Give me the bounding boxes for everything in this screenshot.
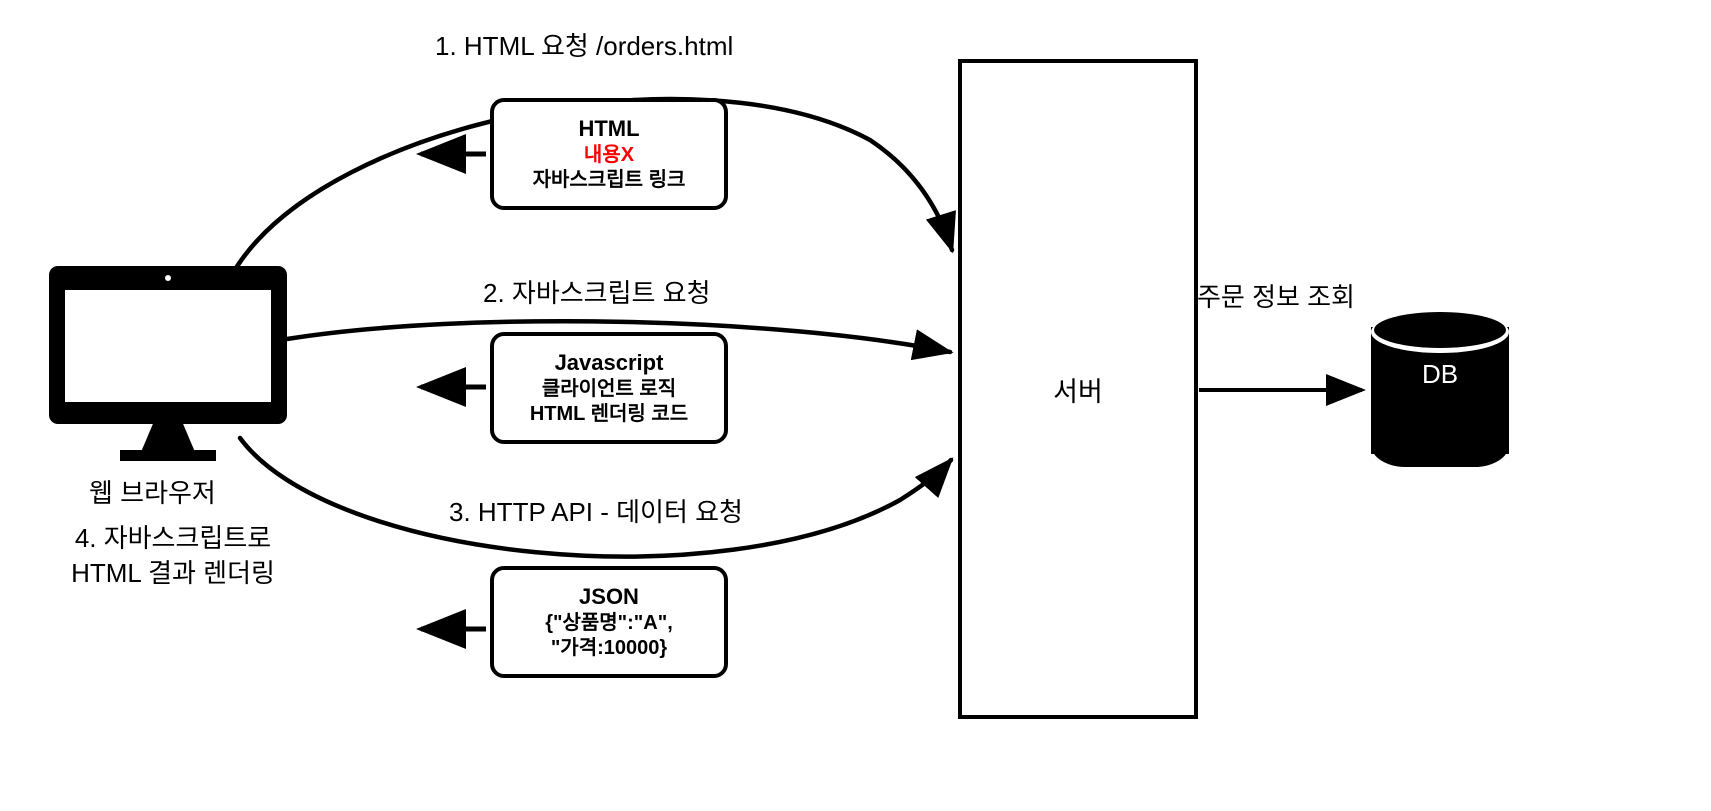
desktop-monitor-icon (49, 266, 287, 424)
database-node: DB (1371, 311, 1509, 469)
payload-box-javascript: Javascript 클라이언트 로직 HTML 렌더링 코드 (490, 332, 728, 444)
payload-box-json: JSON {"상품명":"A", "가격:10000} (490, 566, 728, 678)
browser-label: 웹 브라우저 (89, 478, 216, 508)
payload-javascript-line-2: HTML 렌더링 코드 (529, 402, 689, 425)
monitor-stand-neck (141, 424, 195, 452)
server-label: 서버 (1053, 376, 1103, 407)
payload-json-line-1: {"상품명":"A", (545, 611, 673, 634)
browser-render-note: 4. 자바스크립트로 HTML 결과 렌더링 (55, 521, 291, 590)
browser-render-note-line1: 4. 자바스크립트로 (74, 523, 272, 553)
payload-javascript-title: Javascript (554, 349, 664, 375)
server-node: 서버 (958, 59, 1198, 719)
flow-label-3: 3. HTTP API - 데이터 요청 (449, 497, 743, 527)
db-cylinder-top-face (1374, 312, 1506, 348)
payload-html-line-1: 내용X (583, 143, 635, 166)
flow-label-1: 1. HTML 요청 /orders.html (435, 31, 734, 61)
payload-json-line-2: "가격:10000} (550, 636, 668, 659)
payload-html-title: HTML (578, 115, 640, 141)
payload-javascript-line-1: 클라이언트 로직 (541, 377, 677, 400)
monitor-camera-dot (165, 275, 171, 281)
payload-html-line-2: 자바스크립트 링크 (532, 168, 686, 191)
server-to-db-label: 주문 정보 조회 (1197, 282, 1355, 312)
payload-json-title: JSON (579, 583, 639, 609)
database-label: DB (1421, 359, 1459, 389)
monitor-screen (65, 290, 271, 402)
payload-box-html: HTML 내용X 자바스크립트 링크 (490, 98, 728, 210)
monitor-stand-base (120, 450, 216, 461)
flow-label-2: 2. 자바스크립트 요청 (483, 278, 711, 308)
browser-render-note-line2: HTML 결과 렌더링 (71, 557, 275, 588)
db-cylinder-bottom (1371, 423, 1509, 467)
